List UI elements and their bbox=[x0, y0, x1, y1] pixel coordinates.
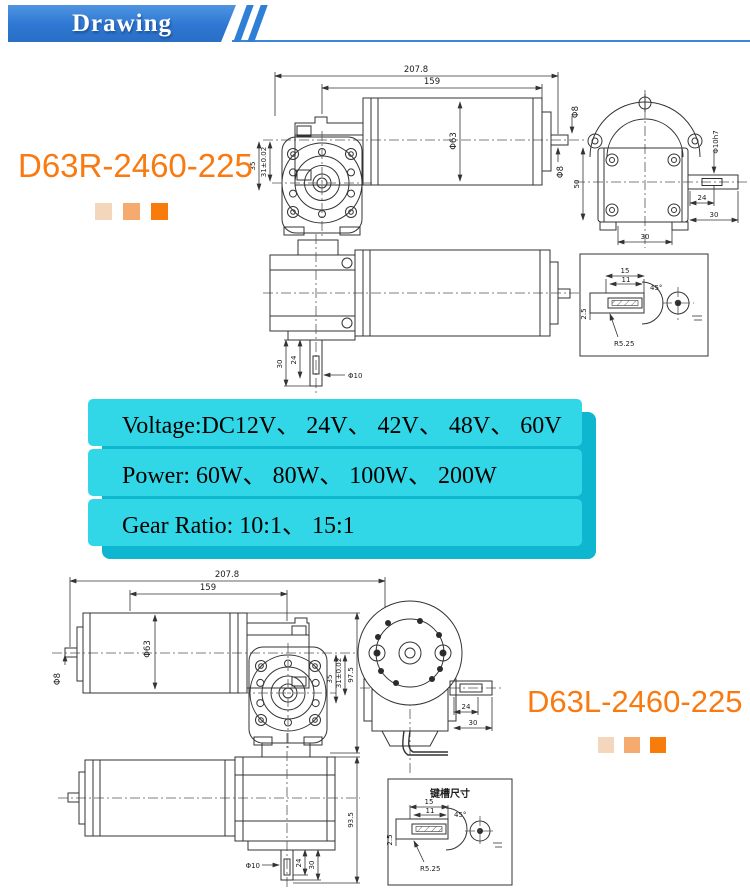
dim-key-45deg: 45° bbox=[454, 811, 466, 819]
color-swatch-medium bbox=[624, 737, 640, 753]
dim-motor-length: 159 bbox=[200, 583, 216, 593]
dim-down-shaft-30: 30 bbox=[308, 861, 316, 870]
spec-rows: Voltage:DC12V、 24V、 42V、 48V、 60V Power:… bbox=[88, 399, 582, 549]
spec-row-voltage: Voltage:DC12V、 24V、 42V、 48V、 60V bbox=[88, 399, 582, 446]
dim-motor-diameter: Φ63 bbox=[143, 640, 153, 658]
color-swatch-dark bbox=[151, 203, 168, 220]
dim-shaft-length-30: 30 bbox=[710, 211, 719, 219]
keyway-detail-box: 键槽尺寸 15 11 45° 2.5 R5.25 bbox=[386, 778, 513, 886]
dim-mount-31: 31±0.02 bbox=[335, 658, 343, 688]
dim-key-length-24: 24 bbox=[698, 194, 707, 202]
dim-key-length-24: 24 bbox=[462, 703, 471, 711]
dim-down-shaft-dia: Φ10 bbox=[348, 372, 362, 380]
dim-key-15: 15 bbox=[425, 798, 434, 806]
dim-mount-35: 35 bbox=[249, 162, 257, 171]
banner-underline bbox=[232, 40, 750, 42]
model-label-d63l: D63L-2460-225 bbox=[527, 684, 743, 719]
technical-drawing-bottom: 207.8 159 Φ8 Φ63 bbox=[52, 570, 513, 887]
dim-front-shaft-dia: Φ8 bbox=[53, 673, 63, 685]
banner-title: Drawing bbox=[71, 9, 173, 37]
color-swatch-dark bbox=[650, 737, 666, 753]
technical-drawing-top: 207.8 159 Φ63 Φ8 Φ8 bbox=[249, 65, 748, 394]
bottom-view-mirrored: Φ10 24 30 93.5 bbox=[58, 733, 360, 887]
dim-key-11: 11 bbox=[426, 807, 435, 815]
dim-down-shaft-30: 30 bbox=[276, 360, 284, 369]
spec-row-power: Power: 60W、 80W、 100W、 200W bbox=[88, 449, 582, 496]
color-swatches-bottom bbox=[598, 737, 666, 753]
dim-output-shaft-dia: Φ10h7 bbox=[712, 130, 720, 153]
color-swatch-light bbox=[598, 737, 614, 753]
dim-down-shaft-dia: Φ10 bbox=[246, 862, 260, 870]
dim-gearbox-30: 30 bbox=[641, 233, 650, 241]
dim-gearbox-50: 50 bbox=[573, 180, 581, 189]
side-view-mirrored: 207.8 159 Φ8 Φ63 bbox=[52, 570, 386, 754]
dim-key-radius: R5.25 bbox=[420, 865, 440, 873]
dim-key-radius: R5.25 bbox=[614, 340, 634, 348]
dim-mount-35: 35 bbox=[326, 675, 334, 684]
dim-key-2-5: 2.5 bbox=[580, 308, 588, 319]
spec-row-gear-ratio: Gear Ratio: 10:1、 15:1 bbox=[88, 499, 582, 546]
dim-motor-diameter: Φ63 bbox=[449, 132, 459, 150]
dim-height-97-5: 97.5 bbox=[347, 667, 355, 683]
dim-mount-31: 31±0.02 bbox=[260, 147, 268, 177]
gearbox-face-view bbox=[240, 643, 336, 748]
dim-key-11: 11 bbox=[622, 276, 631, 284]
color-swatches-top bbox=[95, 203, 168, 220]
dim-key-15: 15 bbox=[621, 267, 630, 275]
dim-overall-length: 207.8 bbox=[215, 570, 239, 580]
side-view: 207.8 159 Φ63 Φ8 Φ8 bbox=[249, 65, 584, 238]
end-view: Φ10h7 24 30 50 30 bbox=[573, 90, 748, 248]
dim-shaft-length-30: 30 bbox=[469, 719, 478, 727]
top-view: 30 24 Φ10 bbox=[263, 234, 582, 394]
color-swatch-medium bbox=[123, 203, 140, 220]
dim-down-key-24: 24 bbox=[295, 858, 303, 867]
keyway-detail-title: 键槽尺寸 bbox=[429, 787, 470, 800]
keyway-detail-box: 15 11 45° 2.5 R5.25 bbox=[579, 253, 709, 357]
color-swatch-light bbox=[95, 203, 112, 220]
dim-overall-length: 207.8 bbox=[404, 65, 428, 75]
spec-panel: Voltage:DC12V、 24V、 42V、 48V、 60V Power:… bbox=[88, 399, 596, 559]
header-banner: Drawing bbox=[8, 5, 236, 42]
dim-rear-shaft-dia-top: Φ8 bbox=[571, 106, 581, 118]
end-view-wires: 24 30 bbox=[357, 600, 502, 773]
dim-key-2-5: 2.5 bbox=[386, 834, 394, 845]
dim-rear-shaft-dia-bottom: Φ8 bbox=[556, 166, 566, 178]
model-label-d63r: D63R-2460-225 bbox=[18, 147, 253, 184]
dim-key-45deg: 45° bbox=[650, 284, 662, 292]
dim-down-key-24: 24 bbox=[290, 355, 298, 364]
dim-height-93-5: 93.5 bbox=[347, 812, 355, 828]
gearbox-face-view bbox=[272, 131, 372, 238]
dim-motor-length: 159 bbox=[424, 77, 440, 87]
